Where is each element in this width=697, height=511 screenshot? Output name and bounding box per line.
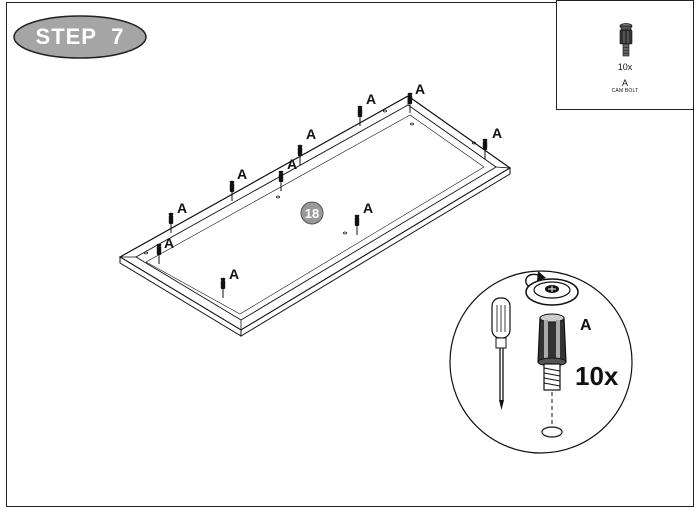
part-number-badge: 18 (300, 201, 324, 225)
bolt-marker-3: A (482, 125, 502, 160)
step-badge (13, 15, 147, 59)
cam-bolt-detail-icon (525, 271, 579, 438)
bolt-marker-10: A (220, 266, 239, 299)
bolt-marker-7: A (168, 200, 187, 234)
part-number: 18 (305, 206, 319, 221)
bolt-marker-1: A (357, 91, 376, 127)
svg-text:A: A (492, 125, 502, 141)
svg-text:A: A (366, 91, 376, 107)
screwdriver-icon (491, 297, 511, 410)
svg-text:A: A (306, 126, 316, 142)
detail-quantity: 10x (575, 361, 619, 391)
step-number: 7 (111, 24, 125, 49)
svg-text:A: A (415, 81, 425, 97)
bolt-marker-4: A (297, 126, 316, 166)
bolt-marker-5: A (278, 156, 297, 192)
bolt-marker-6: A (229, 166, 247, 202)
cam-bolt-icon (619, 23, 633, 57)
parts-box: 10x A CAM BOLT (556, 0, 694, 110)
svg-text:A: A (164, 235, 174, 251)
parts-quantity: 10x (617, 62, 633, 72)
parts-letter: A (621, 78, 628, 88)
svg-text:A: A (363, 200, 373, 216)
svg-text:A: A (177, 200, 187, 216)
bolt-marker-2: A (407, 81, 425, 114)
svg-text:A: A (229, 266, 239, 282)
page-border (6, 2, 694, 507)
step-title: STEP 7 (12, 14, 148, 60)
svg-text:A: A (237, 166, 247, 182)
svg-text:A: A (287, 156, 297, 172)
bolt-marker-8: A (156, 235, 174, 265)
bolt-marker-9: A (354, 200, 373, 236)
detail-bolt-letter: A (580, 317, 592, 334)
step-label: STEP (35, 24, 97, 49)
parts-name: CAM BOLT (611, 88, 639, 94)
